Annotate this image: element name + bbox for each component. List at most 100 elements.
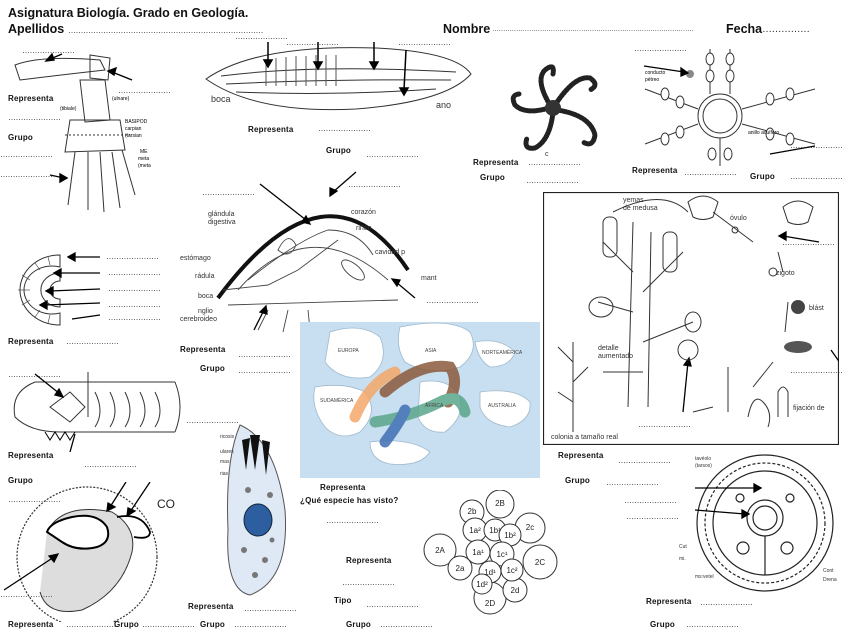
fig-label: BASIPOD	[125, 119, 148, 125]
blank-field[interactable]: …………………	[366, 150, 419, 159]
blank-field[interactable]: …………………	[618, 456, 671, 465]
blank-field[interactable]: …………………	[426, 296, 479, 305]
map-label: AUSTRALIA	[488, 403, 516, 409]
blank-field[interactable]: …………………	[238, 366, 291, 375]
fig-label: rias	[220, 471, 229, 477]
range-orange	[349, 366, 401, 423]
blank-field[interactable]: …………………	[244, 604, 297, 613]
blank-field[interactable]: …………………	[108, 313, 161, 322]
fig-label: conducto	[645, 70, 666, 76]
blank-field[interactable]: …………………	[398, 38, 451, 47]
fig-label: (meta	[138, 163, 151, 169]
blank-field[interactable]: …………………	[686, 620, 739, 629]
fig-label: colonia a tamaño real	[551, 434, 618, 441]
blank-field[interactable]: …………………	[0, 170, 53, 179]
blank-field[interactable]: …………………	[790, 172, 843, 181]
represent-label: Representa	[8, 337, 54, 346]
mollusc-diagram: glándula digestiva corazón riñón cavidad…	[180, 171, 437, 333]
blank-field[interactable]: …………………	[22, 46, 75, 55]
blank-field[interactable]: …………………	[782, 238, 835, 247]
ciliate-cell-diagram: ricosis ulares mas rias	[220, 424, 287, 596]
blank-field[interactable]: …………………	[606, 478, 659, 487]
blastomere-label: 2C	[535, 558, 545, 567]
fig-label: riñón	[356, 225, 372, 232]
fig-label: corazón	[351, 209, 376, 216]
blank-field[interactable]: …………………	[790, 141, 843, 150]
blank-field[interactable]: …………………	[118, 86, 171, 95]
represent-label: Representa	[632, 166, 678, 175]
blastomere-label: 2a	[456, 564, 465, 573]
blastomere-label: 2b	[468, 507, 477, 516]
blank-field[interactable]: …………………	[234, 620, 287, 629]
blank-field[interactable]: …………………	[318, 124, 371, 133]
name-field[interactable]: …………………………………………………………………………………	[492, 26, 694, 33]
blank-field[interactable]: …………………	[106, 252, 159, 261]
blank-field[interactable]: …………………	[624, 496, 677, 505]
blastomere-label: 1c¹	[496, 550, 507, 559]
blank-field[interactable]: …………………	[108, 300, 161, 309]
fig-label: fijación de	[793, 405, 825, 412]
blank-field[interactable]: …………………	[380, 620, 433, 629]
fig-label: nglio	[198, 308, 213, 315]
blank-field[interactable]: …………………	[8, 113, 61, 122]
blank-field[interactable]: …………………	[108, 284, 161, 293]
blank-field[interactable]: …………………	[108, 268, 161, 277]
surname-label: Apellidos	[8, 22, 65, 36]
blank-field[interactable]: …………………	[0, 590, 53, 599]
blank-field[interactable]: …………………	[8, 370, 61, 379]
group-label: Grupo	[346, 620, 371, 629]
blank-field[interactable]: …………………	[348, 180, 401, 189]
group-label: Grupo	[750, 172, 775, 181]
blank-field[interactable]: …………………	[700, 598, 753, 607]
group-label: Grupo	[200, 364, 225, 373]
blastomere-label: 2A	[435, 546, 445, 555]
fig-label: (tibiale)	[60, 106, 77, 112]
blank-field[interactable]: …………………	[790, 366, 843, 375]
blank-field[interactable]: …………………	[66, 337, 119, 346]
represent-label: Representa	[558, 451, 604, 460]
range-green	[369, 393, 471, 428]
date-field[interactable]: ……………	[762, 24, 810, 35]
blank-field[interactable]: …………………	[528, 158, 581, 167]
blank-field[interactable]: …………………	[66, 620, 119, 629]
blank-field[interactable]: …………………	[326, 516, 379, 525]
blank-field[interactable]: …………………	[142, 620, 195, 629]
fig-label: aumentado	[598, 353, 633, 360]
blank-field[interactable]: …………………	[0, 150, 53, 159]
map-label: NORTEAMÉRICA	[482, 349, 523, 356]
fig-label: (tarsian	[125, 133, 142, 139]
fig-label: anillo acuífero	[748, 130, 779, 136]
blank-field[interactable]: …………………	[366, 600, 419, 609]
blank-field[interactable]: …………………	[235, 32, 288, 41]
cell-nucleus	[243, 503, 273, 537]
blank-field[interactable]: …………………	[84, 460, 137, 469]
blank-field[interactable]: …………………	[186, 416, 239, 425]
water-vascular-diagram: conducto pétreo anillo acuífero	[643, 49, 816, 166]
blank-field[interactable]: …………………	[526, 176, 579, 185]
blank-field[interactable]: …………………	[626, 512, 679, 521]
blank-field[interactable]: …………………	[684, 168, 737, 177]
represent-label: Representa	[8, 94, 54, 103]
fig-label: ricosis	[220, 434, 235, 440]
blank-field[interactable]: …………………	[286, 38, 339, 47]
blastomere-label: 2d	[511, 586, 520, 595]
blastomere-label: 1d¹	[484, 568, 496, 577]
blank-field[interactable]: …………………	[634, 44, 687, 53]
species-question: ¿Qué especie has visto?	[300, 496, 399, 505]
fig-label: de medusa	[623, 205, 658, 212]
fig-label: (tarsos)	[695, 463, 712, 469]
hydrozoan-lifecycle-diagram: yemas de medusa óvulo zigoto blást detal…	[543, 192, 839, 445]
represent-label: Representa	[320, 483, 366, 492]
blank-field[interactable]: …………………	[342, 578, 395, 587]
body-cross-section-diagram: tavéolo (tarsos) Cut mi. ms:vetel Cont D…	[679, 454, 837, 592]
fig-label: blást	[809, 305, 824, 312]
map-label: ASIA	[425, 348, 437, 354]
blank-field[interactable]: …………………	[8, 495, 61, 504]
fig-label: zigoto	[776, 270, 795, 277]
blank-field[interactable]: …………………	[638, 420, 691, 429]
blank-field[interactable]: …………………	[238, 350, 291, 359]
species-distribution-map: ASIA EUROPA ÁFRICA SUDAMÉRICA AUSTRALIA …	[300, 322, 540, 478]
surname-field[interactable]: ……………………………………………………………………	[68, 26, 264, 35]
fig-label: mas	[220, 459, 230, 465]
blank-field[interactable]: …………………	[202, 188, 255, 197]
